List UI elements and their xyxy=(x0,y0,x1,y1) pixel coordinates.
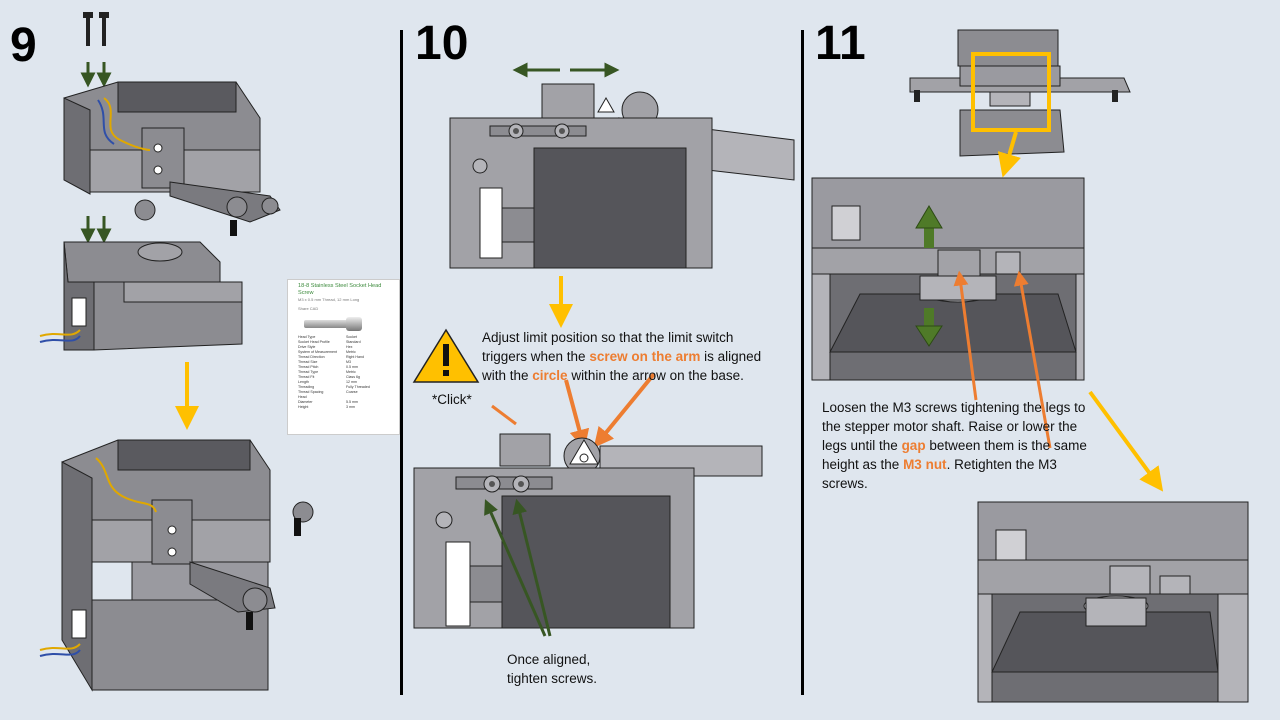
step11-down-arrow-icon xyxy=(1088,390,1164,492)
step9-final-assembly xyxy=(39,439,314,692)
step10-text-2: is aligned with the xyxy=(482,349,762,383)
spec-row: Head xyxy=(288,395,399,400)
spec-row: Diameter 5.5 mm xyxy=(288,400,399,405)
spec-row: Height 3 mm xyxy=(288,405,399,410)
step10-text-1: Adjust limit position so that the limit … xyxy=(482,330,734,364)
step11-instruction: Loosen the M3 screws tightening the legs… xyxy=(822,398,1090,493)
spec-value: Hex xyxy=(346,345,353,349)
spec-key: Length xyxy=(298,380,309,384)
panel-divider-left xyxy=(400,30,403,695)
spec-row: Thread Spacing Coarse xyxy=(288,390,399,395)
step11-highlight-gap: gap xyxy=(901,438,926,453)
aligned-line-1: Once aligned, xyxy=(507,652,591,667)
step10-highlight-screw: screw on the arm xyxy=(589,349,701,364)
step11-highlight-nut: M3 nut xyxy=(903,457,947,472)
aligned-line-2: tighten screws. xyxy=(507,671,598,686)
spec-key: Drive Style xyxy=(298,345,316,349)
step9-mid-arrows xyxy=(80,216,112,244)
step-11-number: 11 xyxy=(815,17,866,70)
step10-top-drawing xyxy=(449,83,795,269)
step-9-number: 9 xyxy=(10,19,37,72)
screw-spec-card: 18-8 Stainless Steel Socket Head Screw M… xyxy=(287,279,400,435)
spec-actions: Share CAD xyxy=(298,306,319,311)
spec-key: System of Measurement xyxy=(298,350,337,354)
spec-row: Head Type Socket xyxy=(288,335,399,340)
step11-bottom-drawing xyxy=(977,501,1249,703)
step10-text-3: within the arrow on the base. xyxy=(567,368,744,383)
spec-row: System of Measurement Metric xyxy=(288,350,399,355)
spec-row: Thread Fit Class 6g xyxy=(288,375,399,380)
step11-text-3: . Retighten the M3 screws. xyxy=(822,457,1057,491)
spec-value: Socket xyxy=(346,335,357,339)
spec-value: Metric xyxy=(346,350,356,354)
step11-text-2: between them is the same height as the xyxy=(822,438,1087,472)
spec-key: Thread Direction xyxy=(298,355,325,359)
step9-top-assembly xyxy=(63,12,281,236)
spec-value: Standard xyxy=(346,340,361,344)
spec-key: Thread Fit xyxy=(298,375,315,379)
spec-value: Fully Threaded xyxy=(346,385,370,389)
spec-title: 18-8 Stainless Steel Socket Head Screw xyxy=(298,283,382,296)
step11-zoom-drawing xyxy=(811,177,1085,449)
spec-key: Thread Type xyxy=(298,370,319,374)
spec-row: Socket Head Profile Standard xyxy=(288,340,399,345)
spec-row: Thread Type Metric xyxy=(288,370,399,375)
spec-key: Thread Pitch xyxy=(298,365,319,369)
spec-value: Coarse xyxy=(346,390,358,394)
screw-arrow-icon xyxy=(564,379,590,450)
click-label: *Click* xyxy=(432,392,472,407)
spec-key: Socket Head Profile xyxy=(298,340,330,344)
spec-row: Threading Fully Threaded xyxy=(288,385,399,390)
spec-key: Height xyxy=(298,405,309,409)
spec-value: 0.5 mm xyxy=(346,365,358,369)
spec-key: Head xyxy=(298,395,307,399)
spec-value: M3 xyxy=(346,360,351,364)
step-10-number: 10 xyxy=(415,17,469,70)
step10-highlight-circle: circle xyxy=(532,368,568,383)
spec-value: 5.5 mm xyxy=(346,400,358,404)
step10-bottom-drawing xyxy=(413,433,763,637)
warning-icon xyxy=(412,328,480,383)
screw-image-icon xyxy=(304,317,368,331)
spec-key: Thread Spacing xyxy=(298,390,324,394)
spec-row: Length 12 mm xyxy=(288,380,399,385)
spec-row: Thread Pitch 0.5 mm xyxy=(288,365,399,370)
click-pointer-line xyxy=(491,404,517,426)
spec-value: Right Hand xyxy=(346,355,364,359)
step11-text-1: Loosen the M3 screws tightening the legs… xyxy=(822,400,1086,453)
step9-base-block xyxy=(39,241,243,351)
spec-key: Diameter xyxy=(298,400,313,404)
circle-arrow-icon xyxy=(593,372,656,448)
spec-key: Head Type xyxy=(298,335,316,339)
spec-value: Metric xyxy=(346,370,356,374)
spec-subtitle: M3 x 0.5 mm Thread, 12 mm Long xyxy=(298,297,360,302)
spec-row: Drive Style Hex xyxy=(288,345,399,350)
spec-row: Thread Direction Right Hand xyxy=(288,355,399,360)
spec-key: Thread Size xyxy=(298,360,318,364)
step11-top-drawing xyxy=(909,29,1131,178)
spec-key: Threading xyxy=(298,385,315,389)
panel-divider-right xyxy=(801,30,804,695)
spec-value: Class 6g xyxy=(346,375,360,379)
spec-value: 12 mm xyxy=(346,380,357,384)
step10-instruction: Adjust limit position so that the limit … xyxy=(482,328,782,385)
spec-row: Thread Size M3 xyxy=(288,360,399,365)
spec-value: 3 mm xyxy=(346,405,355,409)
